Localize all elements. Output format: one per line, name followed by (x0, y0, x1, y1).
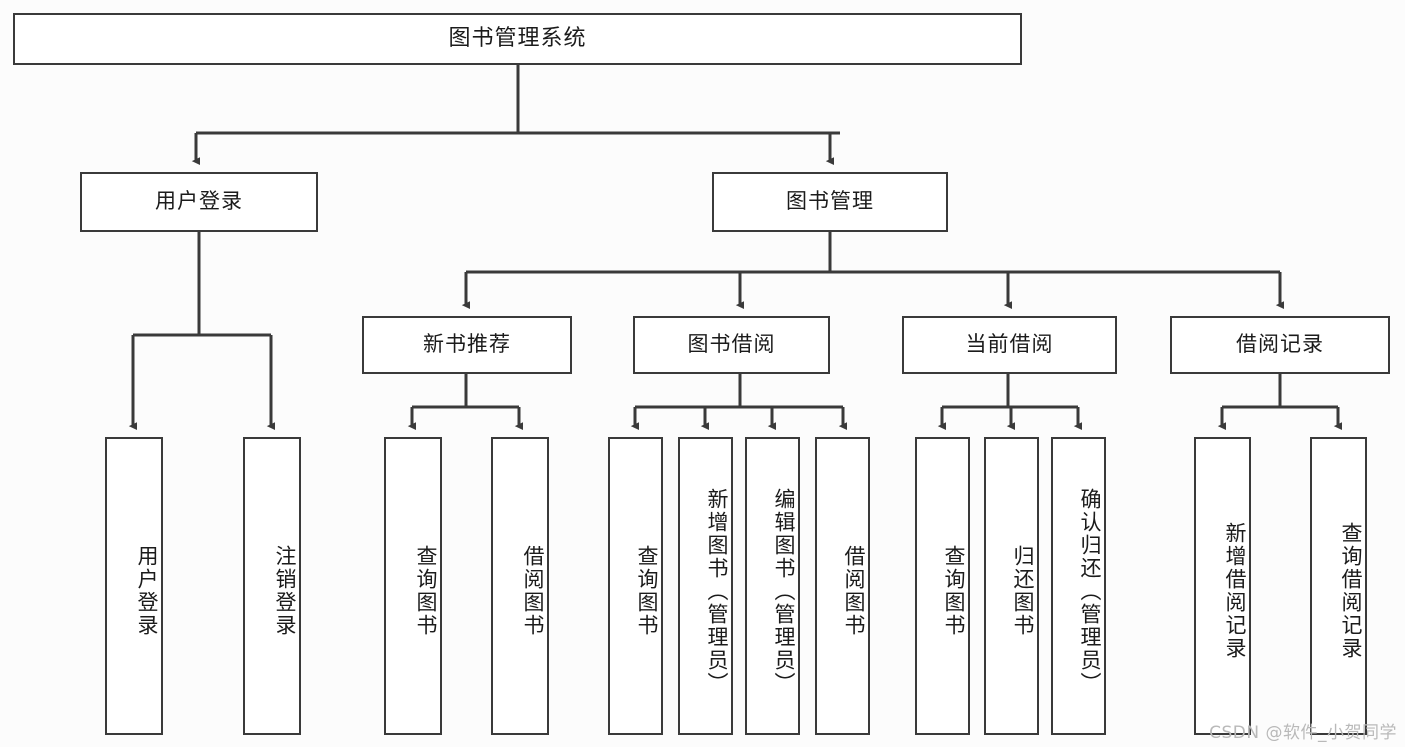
node-leaf-query-borrow-record[interactable]: 查询借阅记录 (1310, 437, 1367, 735)
node-leaf-query-book-1-label: 查询图书 (414, 545, 438, 637)
node-leaf-return-book[interactable]: 归还图书 (984, 437, 1039, 735)
node-leaf-query-book-1[interactable]: 查询图书 (384, 437, 442, 735)
node-leaf-borrow-book-2[interactable]: 借阅图书 (815, 437, 870, 735)
node-leaf-edit-book-admin[interactable]: 编辑图书（管理员） (745, 437, 800, 735)
node-current-borrow[interactable]: 当前借阅 (902, 316, 1117, 374)
node-leaf-logout[interactable]: 注销登录 (243, 437, 301, 735)
node-borrow-record[interactable]: 借阅记录 (1170, 316, 1390, 374)
node-leaf-borrow-book-1[interactable]: 借阅图书 (491, 437, 549, 735)
node-book-borrow[interactable]: 图书借阅 (633, 316, 830, 374)
node-leaf-borrow-book-1-label: 借阅图书 (521, 545, 545, 637)
watermark-text: CSDN @软件_小贺同学 (1209, 723, 1397, 743)
node-leaf-user-login[interactable]: 用户登录 (105, 437, 163, 735)
node-leaf-query-book-3[interactable]: 查询图书 (915, 437, 970, 735)
node-leaf-add-book-admin-label: 新增图书（管理员） (705, 487, 729, 695)
node-leaf-confirm-return-admin-label: 确认归还（管理员） (1078, 487, 1102, 695)
node-leaf-confirm-return-admin[interactable]: 确认归还（管理员） (1051, 437, 1106, 735)
node-leaf-add-book-admin[interactable]: 新增图书（管理员） (678, 437, 733, 735)
node-root-system[interactable]: 图书管理系统 (13, 13, 1022, 65)
node-leaf-add-borrow-record[interactable]: 新增借阅记录 (1194, 437, 1251, 735)
node-leaf-query-book-3-label: 查询图书 (942, 545, 966, 637)
node-leaf-query-book-2[interactable]: 查询图书 (608, 437, 663, 735)
node-leaf-edit-book-admin-label: 编辑图书（管理员） (772, 487, 796, 695)
node-leaf-add-borrow-record-label: 新增借阅记录 (1223, 522, 1247, 660)
node-book-manage[interactable]: 图书管理 (712, 172, 948, 232)
node-leaf-borrow-book-2-label: 借阅图书 (842, 545, 866, 637)
node-leaf-logout-label: 注销登录 (273, 545, 297, 637)
node-leaf-return-book-label: 归还图书 (1011, 545, 1035, 637)
node-leaf-query-borrow-record-label: 查询借阅记录 (1339, 522, 1363, 660)
node-leaf-query-book-2-label: 查询图书 (635, 545, 659, 637)
node-new-book-recommend[interactable]: 新书推荐 (362, 316, 572, 374)
node-user-login[interactable]: 用户登录 (80, 172, 318, 232)
node-leaf-user-login-label: 用户登录 (135, 545, 159, 637)
